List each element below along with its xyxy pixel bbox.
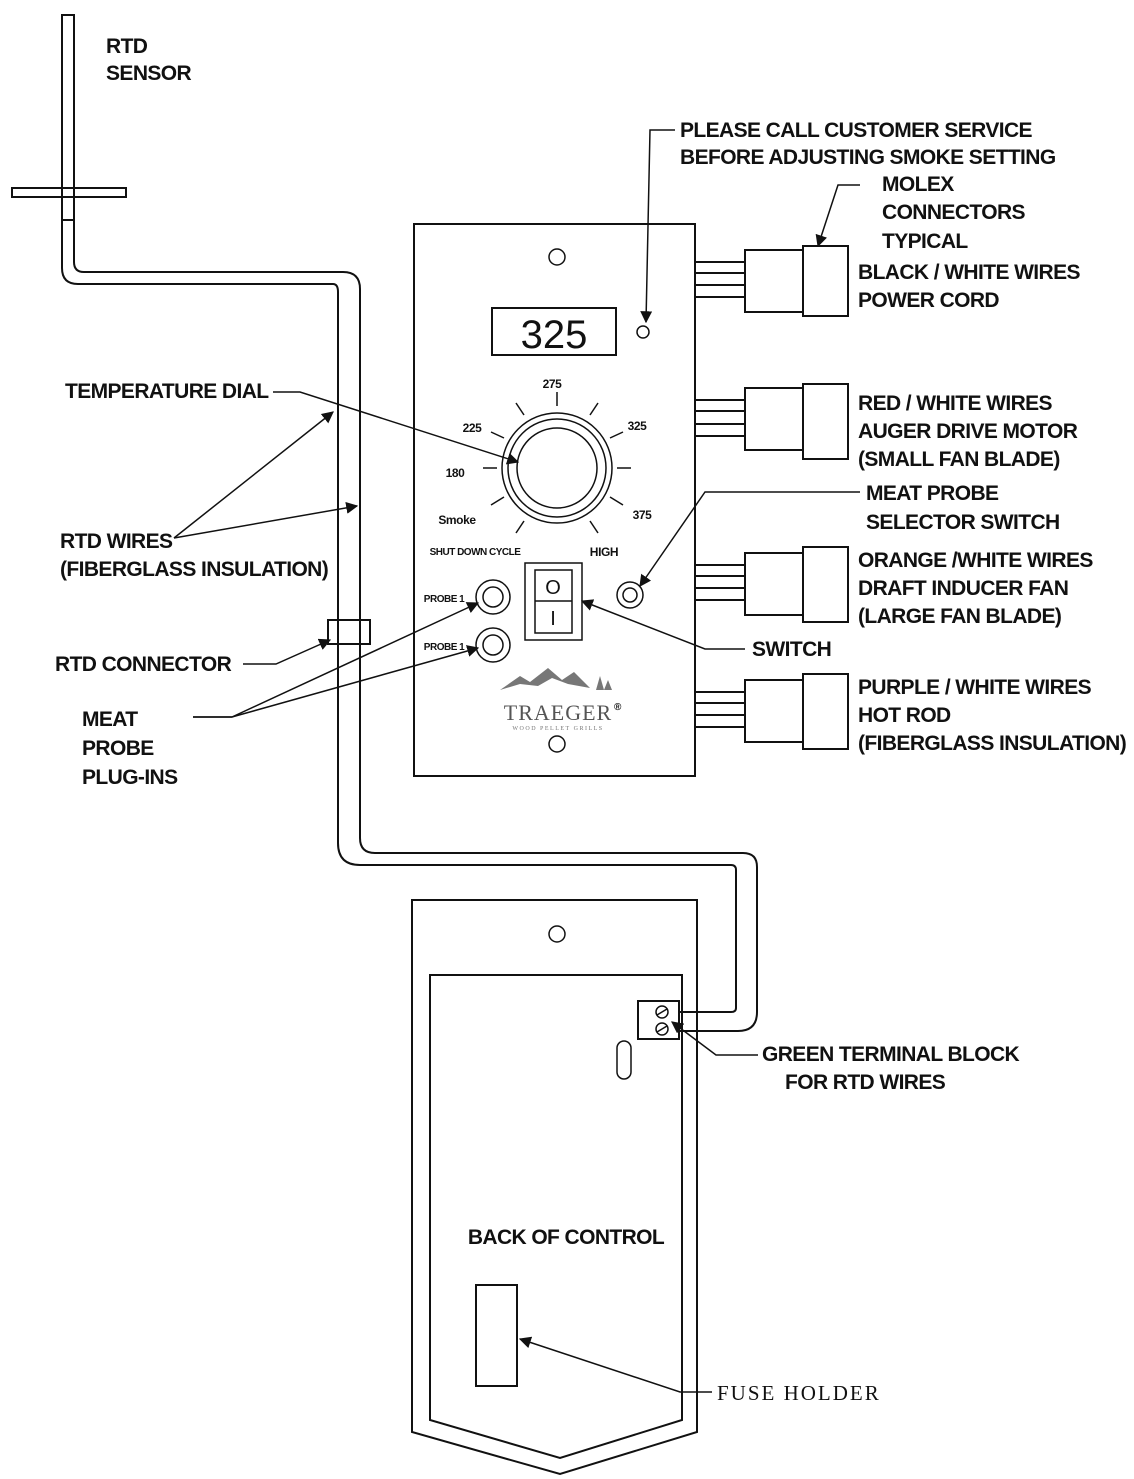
meat-probe-selector-switch[interactable] xyxy=(616,581,644,609)
label-customer-service: PLEASE CALL CUSTOMER SERVICE BEFORE ADJU… xyxy=(680,119,1056,169)
mark-smoke: Smoke xyxy=(438,513,476,527)
svg-text:AUGER DRIVE MOTOR: AUGER DRIVE MOTOR xyxy=(858,420,1078,443)
svg-text:SELECTOR SWITCH: SELECTOR SWITCH xyxy=(866,511,1060,534)
svg-text:RTD: RTD xyxy=(106,35,148,58)
svg-text:PLEASE CALL CUSTOMER SERVICE: PLEASE CALL CUSTOMER SERVICE xyxy=(680,119,1033,142)
label-back-of-control: BACK OF CONTROL xyxy=(468,1226,665,1249)
svg-text:FOR RTD WIRES: FOR RTD WIRES xyxy=(785,1071,946,1094)
control-panel-front: 325 275 225 325 180 Smoke 375 SHUT DOWN … xyxy=(413,223,696,777)
svg-text:(SMALL FAN BLADE): (SMALL FAN BLADE) xyxy=(858,448,1060,471)
mark-225: 225 xyxy=(463,421,483,435)
svg-text:DRAFT INDUCER FAN: DRAFT INDUCER FAN xyxy=(858,577,1068,600)
svg-text:POWER CORD: POWER CORD xyxy=(858,289,999,312)
label-rtd-sensor: RTD SENSOR xyxy=(106,35,192,85)
molex-connector-auger xyxy=(695,383,849,460)
label-switch: SWITCH xyxy=(752,638,831,661)
molex-connector-hot-rod xyxy=(695,673,849,750)
rtd-sensor xyxy=(11,14,127,221)
temperature-dial[interactable] xyxy=(501,412,613,524)
label-fuse-holder: FUSE HOLDER xyxy=(717,1381,881,1405)
probe-plugin-top[interactable] xyxy=(475,579,511,615)
probe-label-top: PROBE 1 xyxy=(424,594,465,605)
probe-label-bottom: PROBE 1 xyxy=(424,642,465,653)
mark-shutdown-cycle: SHUT DOWN CYCLE xyxy=(430,547,522,558)
green-terminal-block xyxy=(637,1000,680,1040)
svg-text:GREEN TERMINAL BLOCK: GREEN TERMINAL BLOCK xyxy=(762,1043,1020,1066)
svg-text:PLUG-INS: PLUG-INS xyxy=(82,766,178,789)
svg-text:CONNECTORS: CONNECTORS xyxy=(882,201,1026,224)
svg-text:ORANGE /WHITE WIRES: ORANGE /WHITE WIRES xyxy=(858,549,1093,572)
traeger-logo: TRAEGER ® WOOD PELLET GRILLS xyxy=(500,668,623,732)
fuse-holder xyxy=(475,1284,518,1387)
leader-lines xyxy=(173,129,860,1393)
mark-325: 325 xyxy=(628,419,648,433)
back-slot xyxy=(616,1040,632,1080)
switch-on-mark: I xyxy=(550,608,556,630)
label-black-white-wires: BLACK / WHITE WIRES POWER CORD xyxy=(858,261,1081,312)
smoke-setting-hole xyxy=(636,325,650,339)
label-orange-white-wires: ORANGE /WHITE WIRES DRAFT INDUCER FAN (L… xyxy=(858,549,1094,628)
temperature-display xyxy=(491,307,617,356)
mounting-hole-bottom xyxy=(548,735,566,753)
label-purple-white-wires: PURPLE / WHITE WIRES HOT ROD (FIBERGLASS… xyxy=(858,676,1127,755)
brand-registered-mark: ® xyxy=(614,702,622,713)
dial-ticks xyxy=(483,392,631,534)
control-panel-back xyxy=(411,899,698,1476)
rtd-connector xyxy=(327,619,371,645)
label-red-white-wires: RED / WHITE WIRES AUGER DRIVE MOTOR (SMA… xyxy=(858,392,1078,471)
svg-text:SENSOR: SENSOR xyxy=(106,62,192,85)
mounting-hole-top xyxy=(548,248,566,266)
svg-text:HOT ROD: HOT ROD xyxy=(858,704,951,727)
switch-off-mark: O xyxy=(545,577,561,599)
mark-275: 275 xyxy=(543,377,563,391)
molex-connector-power-cord xyxy=(695,245,849,317)
brand-tagline: WOOD PELLET GRILLS xyxy=(512,726,603,732)
svg-text:RED / WHITE WIRES: RED / WHITE WIRES xyxy=(858,392,1053,415)
label-rtd-connector: RTD CONNECTOR xyxy=(55,653,232,676)
probe-plugin-bottom[interactable] xyxy=(475,627,511,663)
power-switch[interactable]: O I xyxy=(524,562,583,641)
label-molex-connectors: MOLEX CONNECTORS TYPICAL xyxy=(882,173,1026,253)
mark-375: 375 xyxy=(633,508,653,522)
rtd-cable xyxy=(61,220,758,1032)
svg-text:PROBE: PROBE xyxy=(82,737,154,760)
svg-text:MEAT PROBE: MEAT PROBE xyxy=(866,482,999,505)
svg-text:(FIBERGLASS INSULATION): (FIBERGLASS INSULATION) xyxy=(858,732,1126,755)
label-meat-probe-selector: MEAT PROBE SELECTOR SWITCH xyxy=(866,482,1060,534)
back-mounting-hole xyxy=(548,925,566,943)
svg-text:MOLEX: MOLEX xyxy=(882,173,954,196)
display-value: 325 xyxy=(521,313,588,357)
label-meat-probe-plugins: MEAT PROBE PLUG-INS xyxy=(82,708,179,789)
label-temperature-dial: TEMPERATURE DIAL xyxy=(65,380,269,403)
svg-text:BLACK / WHITE WIRES: BLACK / WHITE WIRES xyxy=(858,261,1081,284)
label-rtd-wires: RTD WIRES (FIBERGLASS INSULATION) xyxy=(60,530,329,581)
svg-text:MEAT: MEAT xyxy=(82,708,138,731)
svg-text:(LARGE FAN BLADE): (LARGE FAN BLADE) xyxy=(858,605,1061,628)
mark-high: HIGH xyxy=(590,545,618,559)
svg-text:BEFORE ADJUSTING SMOKE SETTING: BEFORE ADJUSTING SMOKE SETTING xyxy=(680,146,1056,169)
svg-text:TYPICAL: TYPICAL xyxy=(882,230,968,253)
mark-180: 180 xyxy=(446,466,466,480)
molex-connector-draft-fan xyxy=(695,546,849,623)
svg-text:(FIBERGLASS INSULATION): (FIBERGLASS INSULATION) xyxy=(60,558,328,581)
svg-text:PURPLE / WHITE WIRES: PURPLE / WHITE WIRES xyxy=(858,676,1092,699)
label-green-terminal-block: GREEN TERMINAL BLOCK FOR RTD WIRES xyxy=(762,1043,1020,1094)
svg-text:RTD WIRES: RTD WIRES xyxy=(60,530,173,553)
brand-name: TRAEGER xyxy=(504,700,612,725)
